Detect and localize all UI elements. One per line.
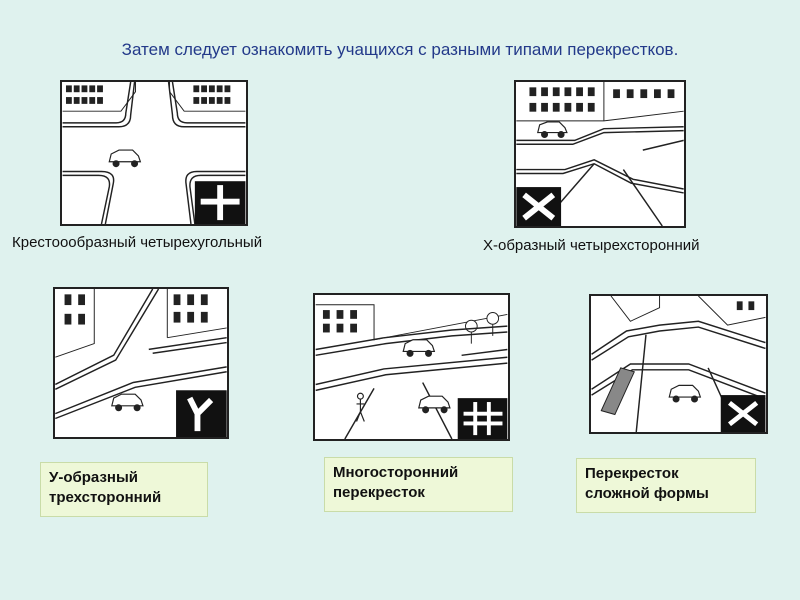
label-complex-shape: Перекресток сложной формы — [576, 458, 756, 513]
multi-intersection-picture — [313, 293, 510, 441]
label-multi-line2: перекресток — [333, 484, 425, 501]
x-intersection-picture — [514, 80, 686, 228]
y-intersection-drawing — [55, 289, 227, 437]
cross-intersection-drawing — [62, 82, 246, 224]
label-complex-line2: сложной формы — [585, 485, 709, 502]
label-complex-line1: Перекресток — [585, 465, 679, 482]
multi-intersection-drawing — [315, 304, 508, 439]
planter — [600, 367, 635, 416]
caption-cross: Крестоообразный четырехугольный — [12, 234, 263, 251]
page-title: Затем следует ознакомить учащихся с разн… — [121, 40, 679, 59]
building — [516, 82, 684, 122]
car — [111, 393, 144, 412]
buildings — [610, 296, 766, 326]
label-y-shaped: У-образный трехсторонний — [40, 462, 208, 517]
building — [315, 304, 508, 341]
x-intersection-drawing — [516, 82, 684, 226]
complex-intersection-drawing — [591, 296, 766, 432]
car — [536, 121, 568, 139]
complex-intersection-picture — [589, 294, 768, 434]
caption-x: Х-образный четырехсторонний — [483, 237, 700, 254]
label-y-line1: У-образный — [49, 469, 138, 486]
y-intersection-picture — [53, 287, 229, 439]
cross-intersection-picture — [60, 80, 248, 226]
buildings — [55, 289, 227, 358]
pedestrian — [355, 392, 365, 422]
building-left — [62, 82, 137, 112]
car — [668, 384, 702, 403]
y-sign — [176, 390, 227, 437]
car — [402, 339, 451, 414]
complex-sign — [720, 395, 766, 432]
label-multi-line1: Многосторонний — [333, 464, 459, 481]
x-sign — [516, 187, 562, 226]
cross-sign — [194, 181, 246, 224]
car — [108, 149, 142, 168]
label-y-line2: трехсторонний — [49, 489, 162, 506]
label-multi-way: Многосторонний перекресток — [324, 457, 513, 512]
multi-sign — [457, 398, 508, 439]
